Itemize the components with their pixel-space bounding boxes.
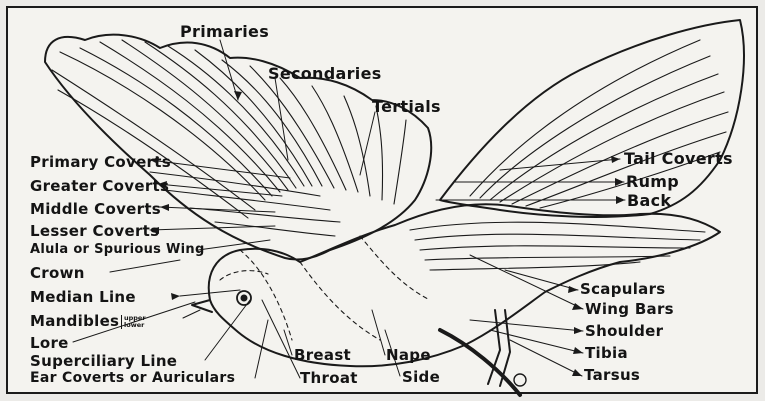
label-primaries: Primaries — [180, 22, 269, 41]
label-superciliary-line: Superciliary Line — [30, 352, 177, 370]
mandibles-sublabels: upper lower — [121, 315, 146, 329]
label-wing-bars: Wing Bars — [585, 300, 674, 318]
label-ear-coverts: Ear Coverts or Auriculars — [30, 370, 235, 386]
legs-and-branch — [440, 310, 526, 395]
label-crown: Crown — [30, 264, 85, 282]
tail-feather-lines — [470, 40, 728, 208]
label-mandibles: Mandibles — [30, 312, 119, 330]
label-greater-coverts: Greater Coverts — [30, 177, 169, 195]
label-tibia: Tibia — [585, 344, 628, 362]
label-rump: Rump — [626, 172, 679, 191]
label-back: Back — [627, 191, 671, 210]
label-median-line: Median Line — [30, 288, 136, 306]
label-scapulars: Scapulars — [580, 280, 666, 298]
tail — [440, 20, 744, 217]
label-side: Side — [402, 368, 440, 386]
label-throat: Throat — [300, 369, 358, 387]
lower-wing-lines — [410, 222, 705, 270]
label-alula: Alula or Spurious Wing — [30, 242, 205, 257]
label-middle-coverts: Middle Coverts — [30, 200, 161, 218]
label-mandibles-lower: lower — [124, 322, 146, 329]
label-breast: Breast — [294, 346, 351, 364]
label-lore: Lore — [30, 334, 69, 352]
label-nape: Nape — [386, 346, 431, 364]
label-shoulder: Shoulder — [585, 322, 663, 340]
leader-arrowheads — [150, 91, 625, 376]
label-tertials: Tertials — [372, 97, 441, 116]
label-secondaries: Secondaries — [268, 64, 382, 83]
label-tail-coverts: Tail Coverts — [624, 149, 733, 168]
label-primary-coverts: Primary Coverts — [30, 153, 171, 171]
label-tarsus: Tarsus — [584, 366, 640, 384]
label-lesser-coverts: Lesser Coverts — [30, 222, 159, 240]
